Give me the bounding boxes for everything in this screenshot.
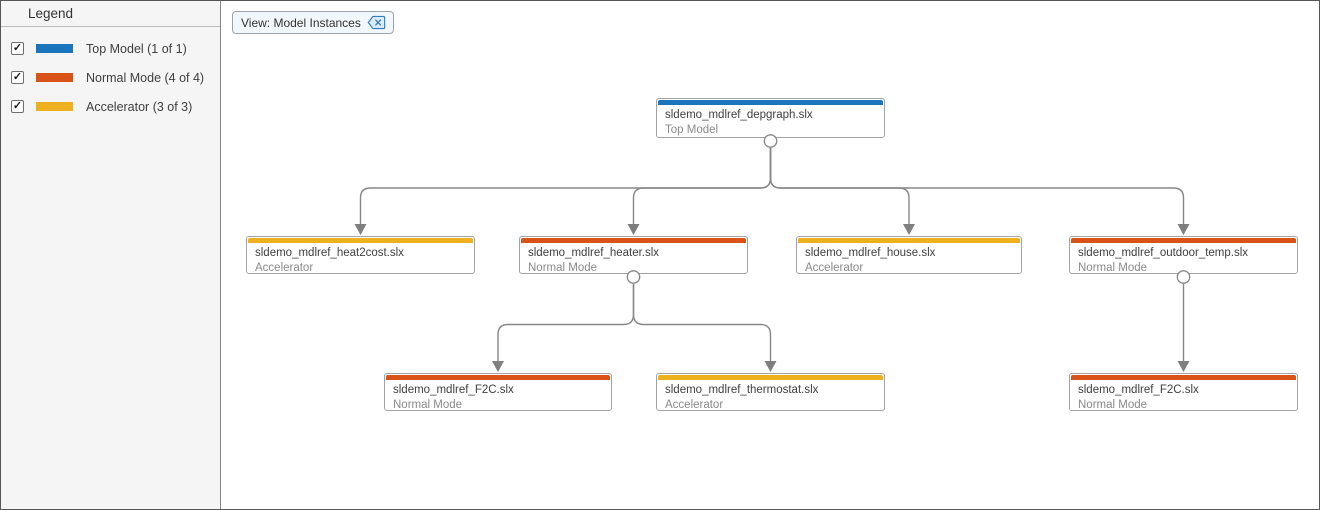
- model-file-name: sldemo_mdlref_thermostat.slx: [665, 384, 819, 396]
- simulation-mode-bar: [1071, 238, 1296, 243]
- legend-title: Legend: [1, 1, 220, 27]
- dependency-edge: [632, 148, 772, 224]
- dependency-edge: [632, 284, 772, 361]
- legend-checkbox[interactable]: ✓: [11, 100, 24, 113]
- legend-checkbox[interactable]: ✓: [11, 42, 24, 55]
- model-sim-mode: Normal Mode: [1078, 262, 1148, 274]
- model-file-name: sldemo_mdlref_outdoor_temp.slx: [1078, 247, 1249, 259]
- edge-arrowhead-icon: [903, 224, 915, 235]
- graph-canvas: View: Model Instances sldemo_mdlref_depg…: [222, 1, 1319, 509]
- simulation-mode-bar: [658, 100, 883, 105]
- model-file-name: sldemo_mdlref_heater.slx: [528, 247, 660, 259]
- simulation-mode-bar: [798, 238, 1020, 243]
- legend-row: ✓ Top Model (1 of 1): [1, 34, 220, 63]
- model-sim-mode: Accelerator: [805, 262, 864, 274]
- legend-rows: ✓ Top Model (1 of 1) ✓ Normal Mode (4 of 4)…: [1, 27, 220, 121]
- dependency-edge: [769, 148, 910, 224]
- model-sim-mode: Top Model: [665, 124, 719, 136]
- simulation-mode-bar: [1071, 375, 1296, 380]
- edge-arrowhead-icon: [492, 361, 504, 372]
- simulation-mode-bar: [386, 375, 610, 380]
- simulation-mode-bar: [658, 375, 883, 380]
- edge-arrowhead-icon: [1177, 361, 1190, 372]
- edge-arrowhead-icon: [627, 224, 640, 235]
- legend-color-swatch: [36, 73, 73, 82]
- model-sim-mode: Accelerator: [255, 262, 314, 274]
- edge-arrowhead-icon: [1177, 224, 1190, 235]
- model-sim-mode: Normal Mode: [528, 262, 598, 274]
- remove-filter-icon[interactable]: [367, 15, 386, 30]
- view-filter-chip[interactable]: View: Model Instances: [232, 11, 394, 34]
- model-file-name: sldemo_mdlref_depgraph.slx: [665, 109, 813, 121]
- model-file-name: sldemo_mdlref_heat2cost.slx: [255, 247, 404, 259]
- legend-label: Accelerator (3 of 3): [86, 99, 193, 114]
- view-filter-chip-label: View: Model Instances: [241, 15, 361, 30]
- dependency-edge: [359, 148, 772, 224]
- legend-row: ✓ Normal Mode (4 of 4): [1, 63, 220, 92]
- legend-checkbox[interactable]: ✓: [11, 71, 24, 84]
- model-sim-mode: Normal Mode: [393, 399, 463, 411]
- model-file-name: sldemo_mdlref_F2C.slx: [393, 384, 514, 396]
- model-file-name: sldemo_mdlref_house.slx: [805, 247, 936, 259]
- legend-label: Normal Mode (4 of 4): [86, 70, 205, 85]
- simulation-mode-bar: [521, 238, 746, 243]
- dependency-edge: [497, 284, 635, 361]
- model-sim-mode: Normal Mode: [1078, 399, 1148, 411]
- model-sim-mode: Accelerator: [665, 399, 724, 411]
- legend-color-swatch: [36, 44, 73, 53]
- edge-arrowhead-icon: [764, 361, 777, 372]
- dependency-edge: [769, 148, 1185, 224]
- legend-sidebar: Legend ✓ Top Model (1 of 1) ✓ Normal Mode (…: [1, 1, 221, 509]
- simulation-mode-bar: [248, 238, 473, 243]
- edge-arrowhead-icon: [354, 224, 367, 235]
- legend-color-swatch: [36, 102, 73, 111]
- legend-label: Top Model (1 of 1): [86, 41, 187, 56]
- legend-row: ✓ Accelerator (3 of 3): [1, 92, 220, 121]
- model-file-name: sldemo_mdlref_F2C.slx: [1078, 384, 1199, 396]
